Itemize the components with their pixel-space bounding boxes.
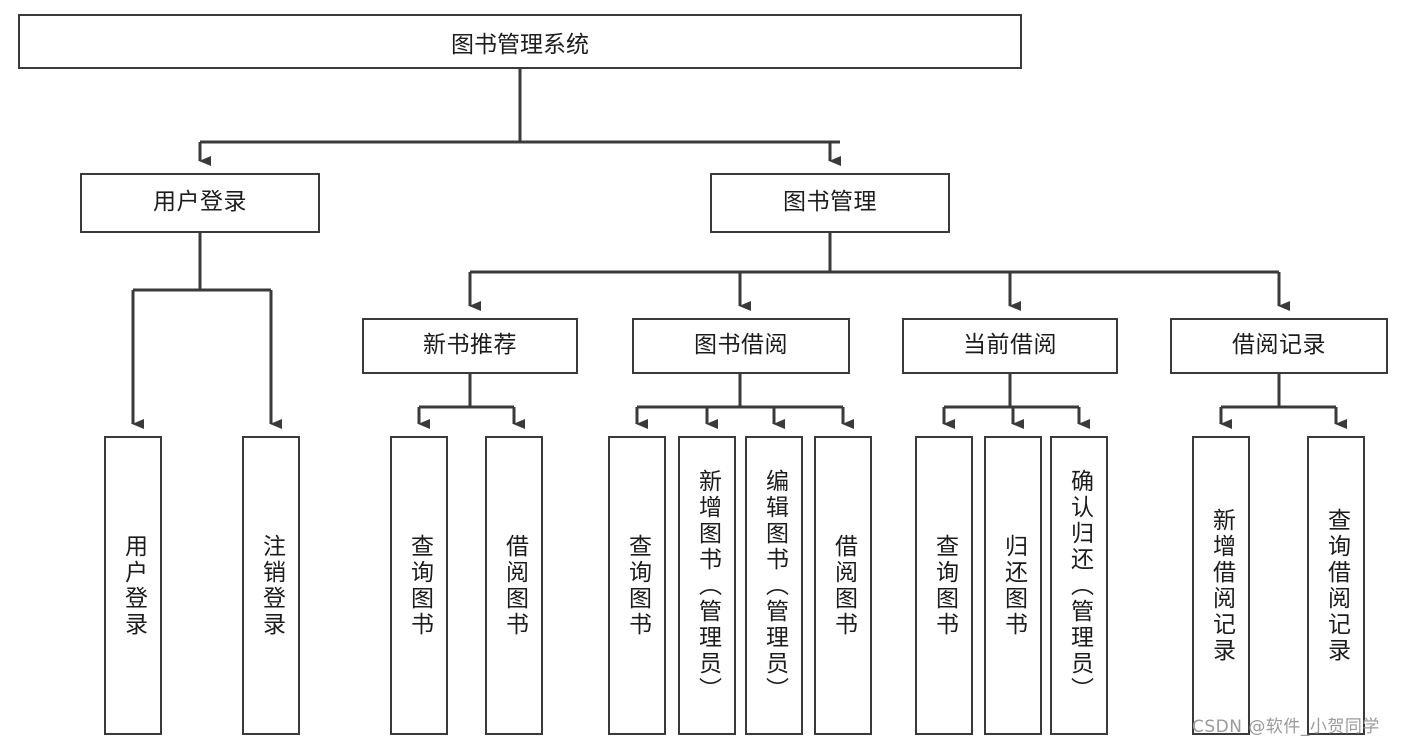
leaf-edit-book-admin[interactable]: 编辑图书（管理员） — [745, 436, 803, 735]
node-label: 借阅图书 — [501, 533, 528, 638]
leaf-query-book-recommend[interactable]: 查询图书 — [390, 436, 448, 735]
leaf-borrow-book[interactable]: 借阅图书 — [814, 436, 872, 735]
node-label: 借阅图书 — [830, 533, 857, 638]
node-label: 新增图书（管理员） — [694, 468, 721, 703]
leaf-query-book-current[interactable]: 查询图书 — [915, 436, 973, 735]
leaf-logout[interactable]: 注销登录 — [242, 436, 300, 735]
node-label: 查询图书 — [624, 533, 651, 638]
node-label: 图书借阅 — [694, 332, 788, 359]
node-current-borrow[interactable]: 当前借阅 — [902, 318, 1118, 374]
leaf-user-login[interactable]: 用户登录 — [104, 436, 162, 735]
node-user-login[interactable]: 用户登录 — [80, 173, 320, 233]
leaf-return-book[interactable]: 归还图书 — [984, 436, 1042, 735]
node-new-book-recommend[interactable]: 新书推荐 — [362, 318, 578, 374]
leaf-add-book-admin[interactable]: 新增图书（管理员） — [678, 436, 736, 735]
leaf-query-borrow-record[interactable]: 查询借阅记录 — [1307, 436, 1365, 735]
node-label: 借阅记录 — [1232, 332, 1326, 359]
node-label: 归还图书 — [1000, 533, 1027, 638]
node-label: 新书推荐 — [423, 332, 517, 359]
node-book-borrow[interactable]: 图书借阅 — [632, 318, 850, 374]
node-label: 图书管理 — [783, 189, 877, 216]
node-label: 编辑图书（管理员） — [761, 468, 788, 703]
node-label: 确认归还（管理员） — [1066, 468, 1093, 703]
node-root-system[interactable]: 图书管理系统 — [18, 14, 1022, 69]
leaf-add-borrow-record[interactable]: 新增借阅记录 — [1192, 436, 1250, 735]
node-label: 新增借阅记录 — [1208, 507, 1235, 664]
node-book-manage[interactable]: 图书管理 — [710, 173, 950, 233]
node-label: 查询图书 — [406, 533, 433, 638]
node-label: 注销登录 — [258, 533, 285, 638]
node-label: 图书管理系统 — [451, 31, 589, 58]
node-label: 查询图书 — [931, 533, 958, 638]
node-label: 当前借阅 — [963, 332, 1057, 359]
node-borrow-record[interactable]: 借阅记录 — [1170, 318, 1388, 374]
watermark-text: CSDN @软件_小贺同学 — [1192, 717, 1380, 737]
leaf-query-book-borrow[interactable]: 查询图书 — [608, 436, 666, 735]
node-label: 用户登录 — [120, 533, 147, 638]
node-label: 用户登录 — [153, 189, 247, 216]
node-label: 查询借阅记录 — [1323, 507, 1350, 664]
leaf-borrow-book-recommend[interactable]: 借阅图书 — [485, 436, 543, 735]
leaf-confirm-return-admin[interactable]: 确认归还（管理员） — [1050, 436, 1108, 735]
